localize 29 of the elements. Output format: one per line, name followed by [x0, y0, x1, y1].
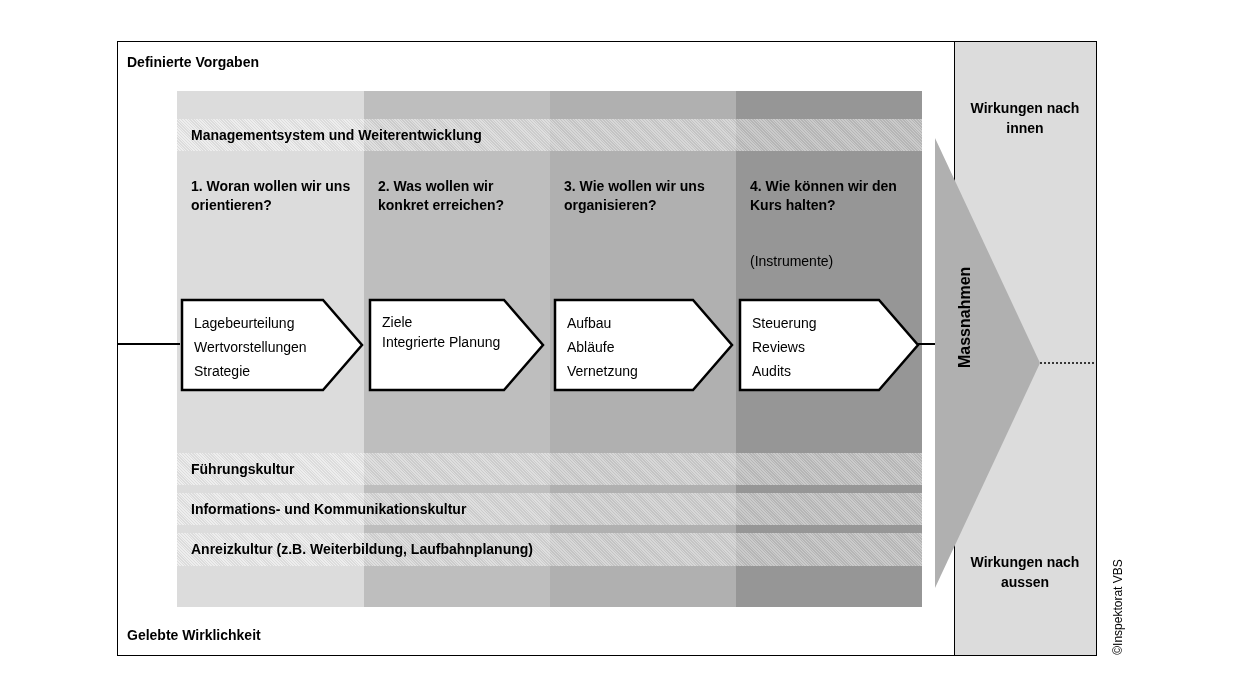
- culture-band: [177, 453, 922, 485]
- connector-line: [917, 343, 936, 345]
- section-heading: Definierte Vorgaben: [127, 54, 259, 70]
- item-list: Ziele Integrierte Planung: [382, 311, 502, 351]
- band-title: Führungskultur: [191, 461, 295, 477]
- band-title: Managementsystem und Weiterentwicklung: [191, 127, 482, 143]
- connector-line: [116, 343, 181, 345]
- column-band: [736, 91, 922, 607]
- connector-line: [1039, 362, 1098, 364]
- question-text: 3. Wie wollen wir uns organisieren?: [564, 177, 706, 215]
- question-text: 2. Was wollen wir konkret erreichen?: [378, 177, 506, 215]
- item-list: Steuerung Reviews Audits: [752, 311, 817, 383]
- note-text: (Instrumente): [750, 253, 834, 269]
- item-list: Aufbau Abläufe Vernetzung: [567, 311, 638, 383]
- culture-band: [177, 533, 922, 566]
- band-title: Anreizkultur (z.B. Weiterbildung, Laufbahnplanung): [191, 541, 533, 557]
- culture-band: [177, 119, 922, 151]
- measures-label: Massnahmen: [957, 268, 973, 368]
- question-text: 4. Wie können wir den Kurs halten?: [750, 177, 898, 215]
- effect-label: Wirkungen nach innen: [969, 99, 1081, 138]
- question-text: 1. Woran wollen wir uns orientieren?: [191, 177, 352, 215]
- culture-band: [177, 493, 922, 525]
- frame-box: [117, 41, 954, 656]
- copyright-note: ©Inspektorat VBS: [1110, 559, 1125, 655]
- section-heading: Gelebte Wirklichkeit: [127, 627, 261, 643]
- column-band: [550, 91, 736, 607]
- band-title: Informations- und Kommunikationskultur: [191, 501, 467, 517]
- effect-label: Wirkungen nach aussen: [969, 553, 1081, 592]
- item-list: Lagebeurteilung Wertvorstellungen Strategie: [194, 311, 307, 383]
